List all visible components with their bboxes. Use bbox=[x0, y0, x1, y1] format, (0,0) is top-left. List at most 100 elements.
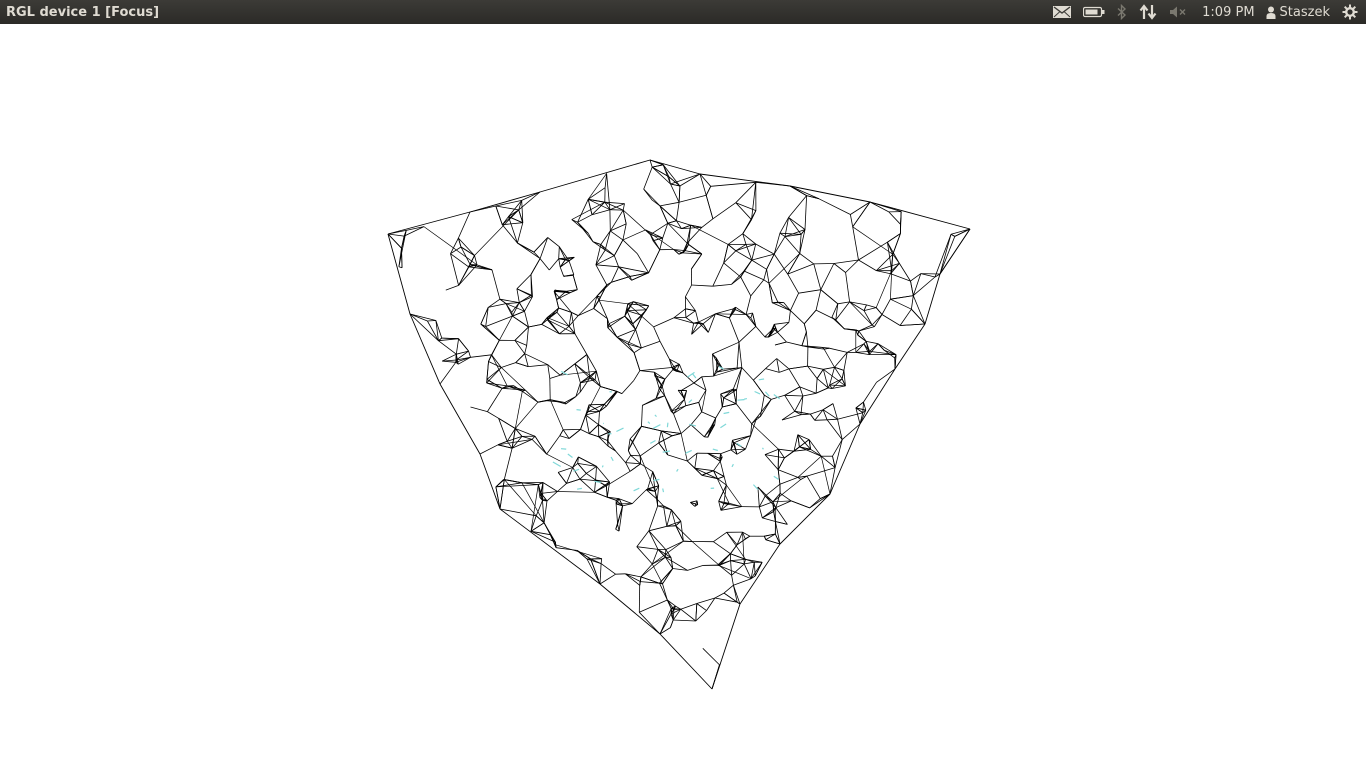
mesh-edge bbox=[670, 608, 674, 621]
mesh-edge bbox=[742, 233, 747, 245]
clock[interactable]: 1:09 PM bbox=[1202, 4, 1255, 20]
mesh-edge bbox=[589, 377, 596, 381]
mesh-edge bbox=[616, 427, 624, 433]
mesh-edge bbox=[630, 454, 641, 465]
mesh-edge bbox=[784, 394, 803, 397]
mesh-edge bbox=[613, 255, 619, 267]
mesh-edge bbox=[673, 619, 696, 622]
mesh-edge bbox=[499, 508, 537, 517]
mesh-edge bbox=[604, 201, 624, 211]
mesh-edge bbox=[685, 284, 692, 297]
mesh-edge bbox=[550, 534, 557, 548]
bluetooth-icon[interactable] bbox=[1111, 0, 1133, 24]
mesh-edge bbox=[639, 367, 672, 371]
mesh-edge bbox=[733, 442, 738, 455]
mesh-edge bbox=[869, 351, 897, 355]
mesh-edge bbox=[823, 366, 835, 370]
mesh-edge bbox=[794, 410, 811, 415]
mesh-edge bbox=[712, 448, 718, 452]
gear-icon[interactable] bbox=[1336, 0, 1366, 24]
mesh-edge bbox=[687, 565, 704, 571]
mesh-edge bbox=[800, 395, 804, 415]
mesh-edge bbox=[777, 301, 791, 311]
mesh-edge bbox=[665, 556, 674, 569]
mesh-edge bbox=[438, 340, 457, 355]
mesh-edge bbox=[580, 429, 590, 434]
mesh-edge bbox=[629, 438, 633, 442]
user-icon bbox=[1266, 6, 1276, 19]
mesh-edge bbox=[715, 313, 730, 319]
mesh-edge bbox=[648, 530, 659, 550]
mesh-edge bbox=[712, 284, 732, 287]
mesh-edge bbox=[671, 605, 676, 609]
mesh-edge bbox=[487, 388, 503, 412]
mesh-edge bbox=[705, 186, 712, 196]
mesh-edge bbox=[850, 214, 854, 227]
mesh-edge bbox=[521, 191, 541, 201]
mesh-edge bbox=[502, 222, 523, 226]
mesh-edge bbox=[456, 356, 471, 361]
mesh-edge bbox=[731, 563, 745, 576]
mesh-edge bbox=[485, 307, 489, 327]
mail-icon[interactable] bbox=[1047, 0, 1077, 24]
mesh-edge bbox=[636, 253, 649, 274]
battery-icon[interactable] bbox=[1077, 0, 1111, 24]
mesh-edge bbox=[495, 205, 519, 211]
mesh-edge bbox=[596, 295, 601, 298]
mesh-edge bbox=[559, 260, 570, 268]
mesh-edge bbox=[797, 434, 811, 450]
mesh-edge bbox=[639, 576, 642, 586]
mesh-edge bbox=[680, 608, 697, 622]
mesh-edge bbox=[598, 436, 609, 447]
network-icon[interactable] bbox=[1133, 0, 1163, 24]
mesh-edge bbox=[742, 531, 746, 540]
sound-muted-icon[interactable] bbox=[1163, 0, 1195, 24]
mesh-edge bbox=[912, 273, 922, 296]
mesh-edge bbox=[499, 298, 507, 304]
mesh-edge bbox=[753, 379, 765, 396]
rgl-canvas[interactable] bbox=[0, 24, 1366, 768]
mesh-edge bbox=[730, 544, 738, 554]
mesh-edge bbox=[586, 354, 597, 372]
mesh-edge bbox=[542, 482, 558, 492]
mesh-edge bbox=[939, 236, 956, 275]
mesh-edge bbox=[894, 323, 926, 370]
mesh-edge bbox=[635, 315, 643, 330]
mesh-edge bbox=[779, 477, 799, 485]
mesh-edge bbox=[717, 476, 725, 480]
mesh-edge bbox=[740, 259, 753, 278]
mesh-edge bbox=[750, 423, 753, 436]
mesh-edge bbox=[648, 505, 659, 531]
mesh-edge bbox=[732, 388, 737, 404]
mesh-edge bbox=[667, 454, 688, 462]
mesh-edge bbox=[673, 317, 694, 324]
mesh-edge bbox=[729, 317, 740, 343]
mesh-edge bbox=[834, 439, 843, 468]
mesh-edge bbox=[387, 233, 405, 237]
mesh-edge bbox=[512, 315, 529, 328]
mesh-edge bbox=[774, 507, 777, 535]
mesh-edge bbox=[652, 237, 663, 242]
mesh-edge bbox=[665, 556, 688, 571]
mesh-edge bbox=[676, 468, 679, 472]
mesh-edge bbox=[600, 244, 615, 256]
mesh-edge bbox=[574, 333, 588, 355]
mesh-edge bbox=[445, 285, 459, 291]
mesh-edge bbox=[790, 310, 805, 325]
mesh-edge bbox=[595, 255, 615, 266]
mesh-edge bbox=[776, 358, 780, 373]
user-menu[interactable]: Staszek bbox=[1262, 0, 1336, 24]
mesh-edge bbox=[427, 320, 439, 341]
mesh-edge bbox=[911, 308, 926, 325]
mesh-edge bbox=[855, 407, 861, 425]
mesh-edge bbox=[727, 233, 744, 245]
mesh-edge bbox=[684, 244, 689, 251]
mesh-edge bbox=[504, 479, 537, 517]
mesh-edge bbox=[508, 200, 523, 217]
mesh-edge bbox=[657, 505, 672, 511]
mesh-edge bbox=[779, 232, 802, 235]
mesh-edge bbox=[698, 402, 703, 413]
mesh-edge bbox=[499, 298, 520, 303]
mesh-edge bbox=[855, 351, 870, 353]
mesh-edge bbox=[595, 466, 597, 481]
